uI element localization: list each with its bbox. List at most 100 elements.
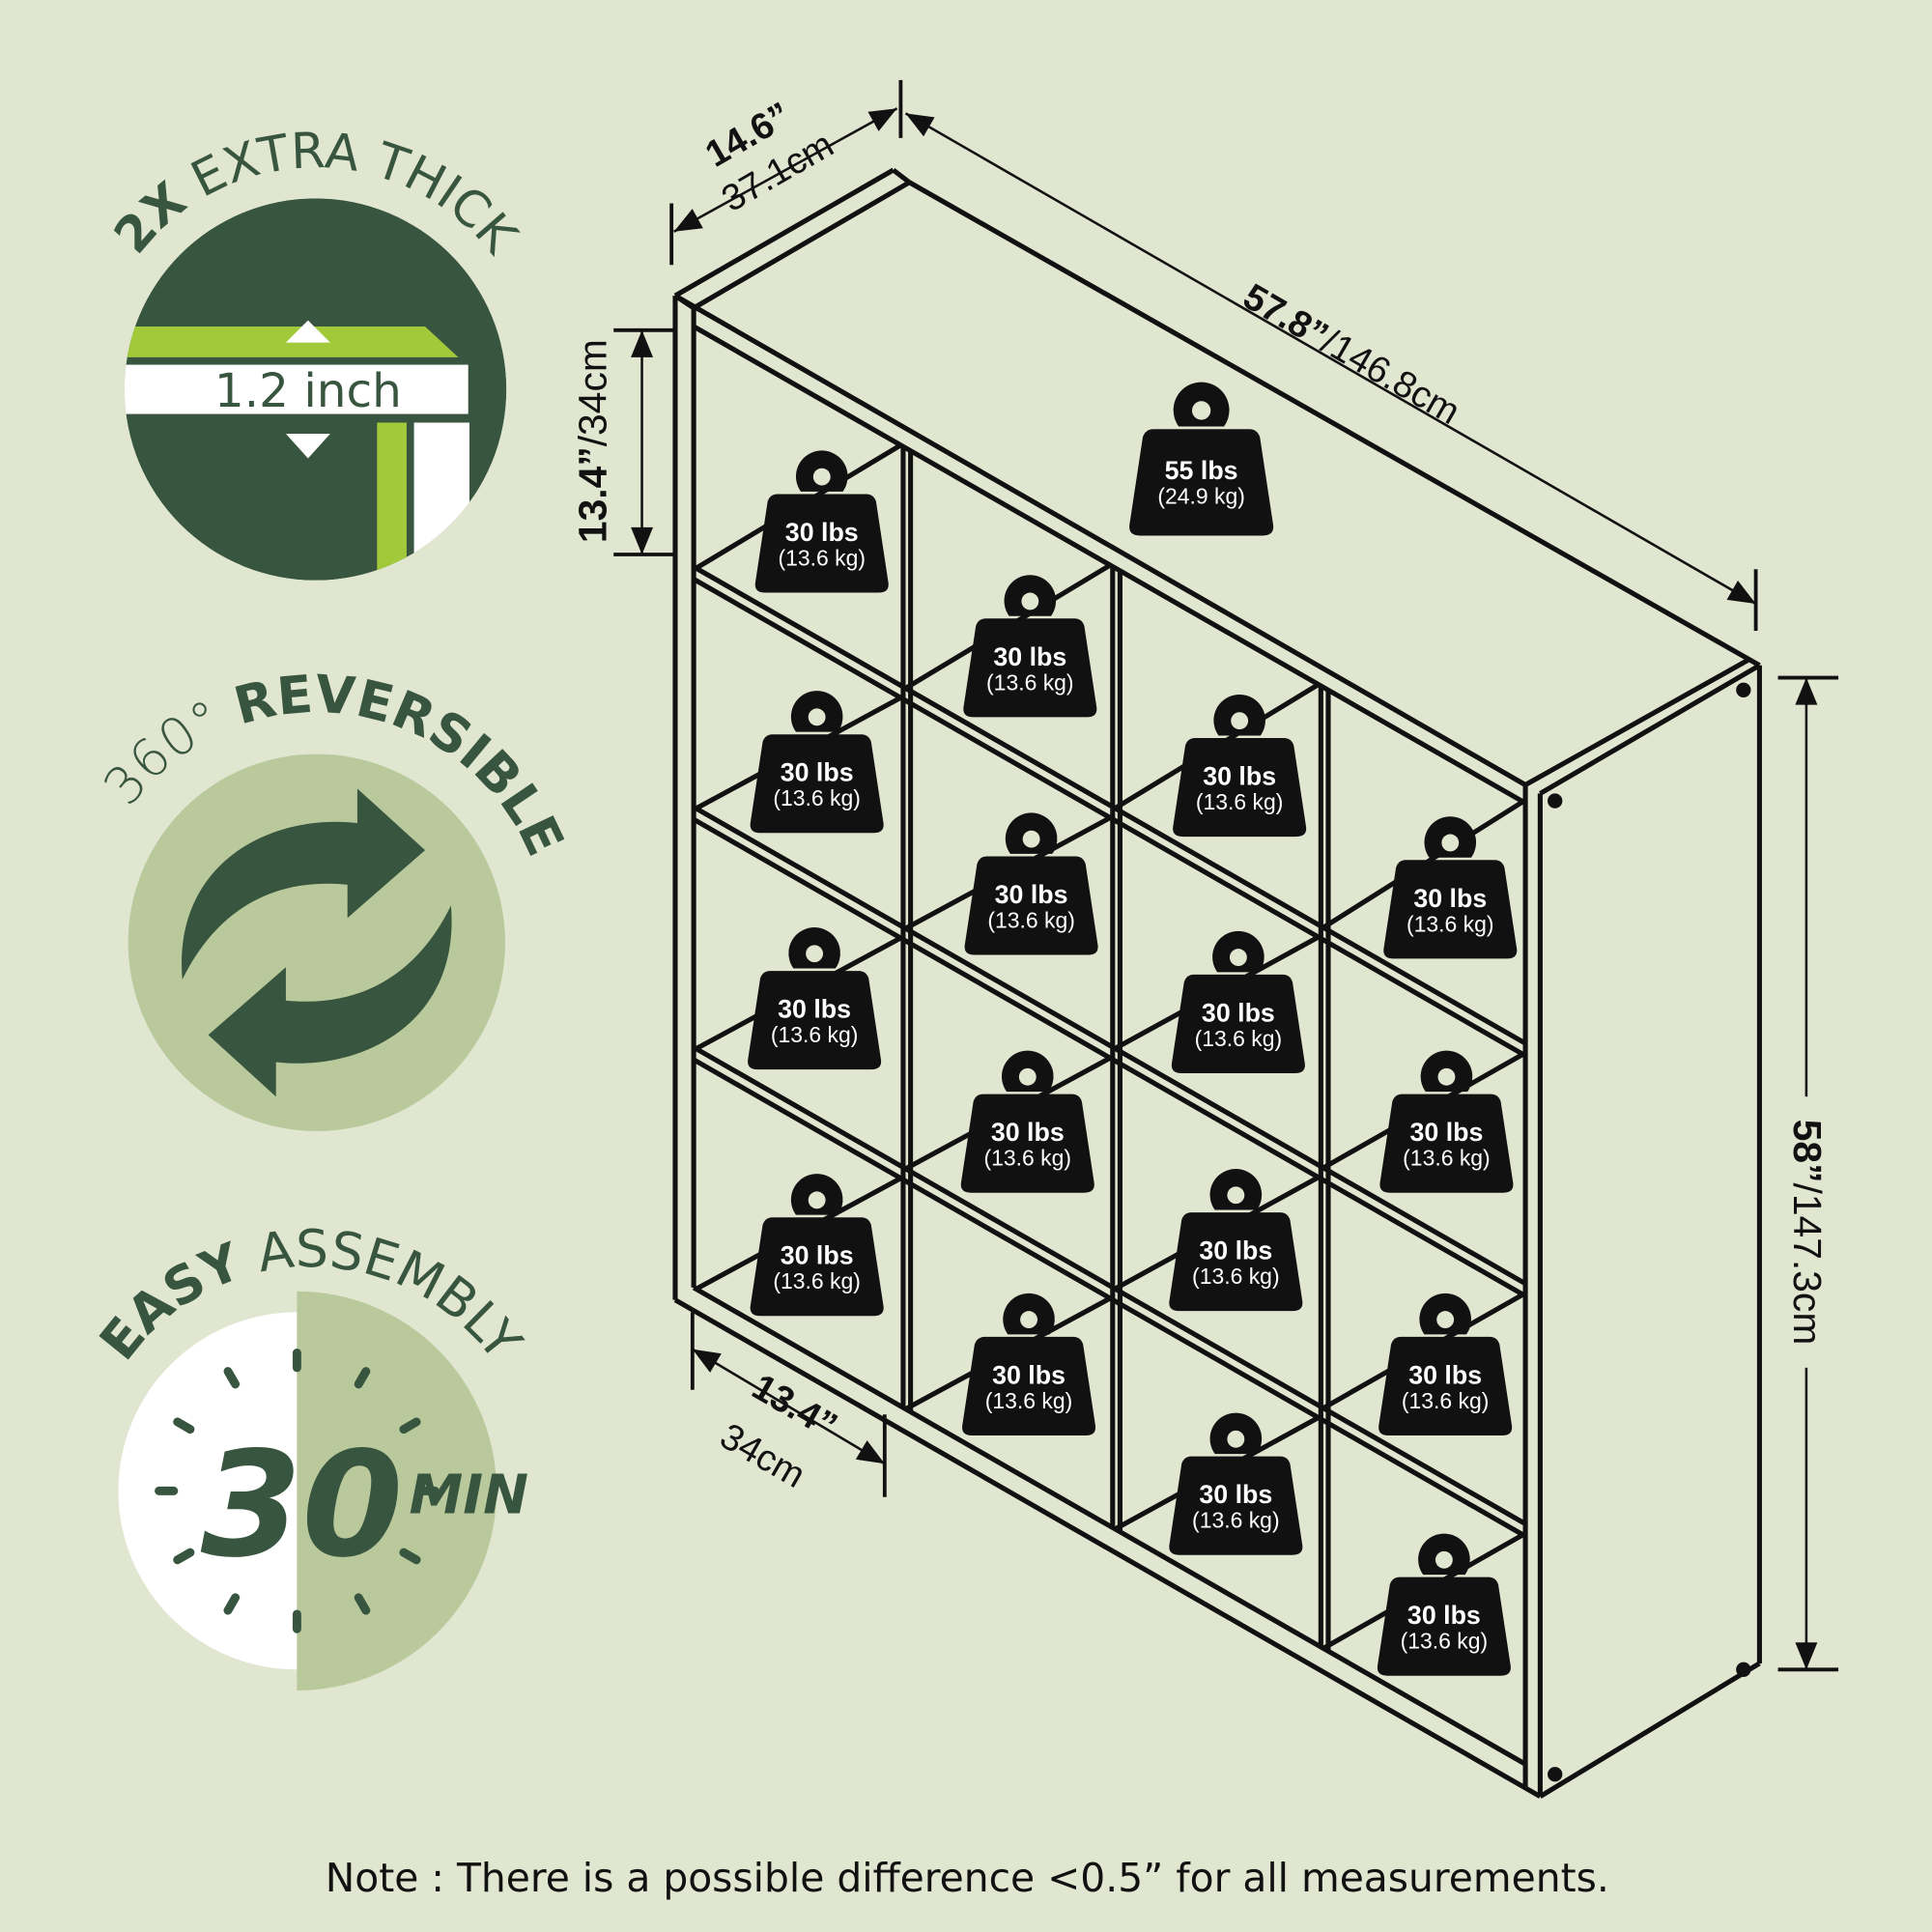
- weight-hole: [1021, 592, 1039, 611]
- weight-icon: [960, 1094, 1094, 1193]
- weight-hole: [1441, 834, 1460, 852]
- cube-weight-capacity: 30 lbs(13.6 kg): [1169, 1412, 1303, 1555]
- arrowhead: [631, 329, 654, 357]
- height-dimension-label: 58”/147.3cm: [1785, 1120, 1830, 1346]
- cube-weight-capacity: 30 lbs(13.6 kg): [754, 450, 889, 593]
- weight-lbs: 30 lbs: [992, 1360, 1065, 1389]
- weight-hole: [1018, 1067, 1037, 1086]
- shelf-divider: [692, 1285, 1527, 1767]
- weight-kg: (13.6 kg): [1401, 1629, 1489, 1654]
- reverse-arrows-icon: [182, 788, 452, 1097]
- weight-icon: [964, 856, 1098, 955]
- weight-icon: [1173, 738, 1307, 838]
- cube-weight-capacity: 30 lbs(13.6 kg): [1173, 694, 1307, 838]
- weight-lbs: 30 lbs: [1413, 884, 1487, 913]
- weight-hole: [1231, 712, 1249, 730]
- weight-hole: [1191, 401, 1211, 420]
- weight-icon: [1378, 1336, 1513, 1435]
- dimension-lines: [613, 79, 1839, 1672]
- weight-icon: [963, 618, 1097, 718]
- cube-weight-capacity: 30 lbs(13.6 kg): [963, 575, 1097, 718]
- shelf-divider: [692, 805, 1527, 1287]
- weight-icon: [754, 494, 889, 593]
- height-label-gap: [1789, 1096, 1824, 1368]
- cube-weight-capacity: 30 lbs(13.6 kg): [748, 927, 882, 1070]
- right-side-top: [1539, 663, 1761, 796]
- weight-lbs: 30 lbs: [1203, 761, 1276, 790]
- weight-lbs: 30 lbs: [778, 995, 851, 1024]
- weight-icon: [1169, 1212, 1303, 1312]
- cube-weight-capacity: 30 lbs(13.6 kg): [960, 1050, 1094, 1193]
- weight-lbs: 30 lbs: [1199, 1480, 1272, 1509]
- weight-lbs: 30 lbs: [993, 642, 1066, 671]
- weight-hole: [808, 708, 826, 726]
- weight-lbs: 30 lbs: [1410, 1118, 1484, 1147]
- weight-icon: [750, 734, 884, 834]
- weight-kg: (13.6 kg): [1192, 1508, 1280, 1533]
- top-weight-capacity: 55 lbs(24.9 kg): [1129, 382, 1274, 536]
- weight-lbs: 30 lbs: [781, 1241, 854, 1270]
- cube-weight-capacity: 30 lbs(13.6 kg): [1383, 816, 1518, 959]
- shelf-divider: [692, 564, 1527, 1046]
- timer-tick: [399, 1548, 421, 1565]
- cube-weight-capacity: 30 lbs(13.6 kg): [962, 1293, 1096, 1435]
- cube-weight-capacity: 30 lbs(13.6 kg): [750, 691, 884, 834]
- weight-icon: [750, 1217, 884, 1317]
- weight-icon: [1377, 1577, 1511, 1676]
- weight-lbs: 30 lbs: [781, 758, 854, 787]
- weight-capacity-labels: 55 lbs(24.9 kg)30 lbs(13.6 kg)30 lbs(13.…: [748, 382, 1518, 1676]
- screw-hole: [1736, 682, 1751, 697]
- timer-tick: [399, 1417, 421, 1435]
- arrowhead: [905, 113, 935, 137]
- top-back-edge: [908, 180, 1761, 668]
- timer-tick: [173, 1417, 195, 1435]
- cube-weight-capacity: 30 lbs(13.6 kg): [1379, 1050, 1514, 1193]
- arrowhead: [692, 1349, 722, 1373]
- weight-icon: [1169, 1456, 1303, 1555]
- weight-hole: [1437, 1067, 1456, 1086]
- weight-lbs: 30 lbs: [995, 880, 1068, 909]
- weight-kg: (13.6 kg): [1406, 911, 1494, 936]
- measurement-note: Note : There is a possible difference <0…: [326, 1855, 1609, 1901]
- screw-hole: [1548, 793, 1563, 809]
- weight-lbs: 55 lbs: [1165, 456, 1238, 485]
- weight-kg: (13.6 kg): [773, 1268, 861, 1293]
- weight-hole: [1020, 1311, 1037, 1328]
- weight-lbs: 30 lbs: [785, 518, 859, 547]
- timer-unit: MIN: [409, 1463, 528, 1526]
- board-thickness-icon: [124, 198, 507, 581]
- weight-lbs: 30 lbs: [1202, 998, 1275, 1027]
- timer-tick: [173, 1548, 195, 1565]
- cube-weight-capacity: 30 lbs(13.6 kg): [1169, 1169, 1303, 1312]
- weight-kg: (13.6 kg): [771, 1022, 859, 1047]
- weight-lbs: 30 lbs: [991, 1118, 1065, 1147]
- shelf-edge: [892, 167, 911, 185]
- screw-hole: [1548, 1767, 1563, 1782]
- weight-hole: [1435, 1550, 1453, 1569]
- arrowhead: [1795, 677, 1818, 705]
- arrowhead: [1726, 581, 1756, 604]
- weight-hole: [1227, 1430, 1245, 1448]
- weight-icon: [1129, 429, 1274, 536]
- weight-hole: [812, 468, 831, 486]
- weight-hole: [1022, 830, 1040, 848]
- weight-kg: (24.9 kg): [1157, 484, 1245, 509]
- timer-tick: [354, 1367, 371, 1389]
- shelf-edge: [673, 293, 696, 311]
- arrowhead: [867, 108, 897, 131]
- cube-weight-capacity: 30 lbs(13.6 kg): [964, 812, 1098, 955]
- shelf-edge: [692, 180, 911, 311]
- arrowhead: [673, 209, 703, 232]
- cube-weight-capacity: 30 lbs(13.6 kg): [1171, 930, 1305, 1073]
- arrowhead: [631, 526, 654, 554]
- bottom-front-edge: [673, 1297, 1542, 1799]
- weight-icon: [1379, 1094, 1514, 1193]
- weight-kg: (13.6 kg): [1196, 789, 1284, 814]
- weight-hole: [1229, 949, 1247, 966]
- top-left-edge: [673, 167, 895, 298]
- right-side-bottom: [1539, 1661, 1761, 1799]
- top-front-edge: [673, 293, 1527, 787]
- timer-tick: [354, 1593, 371, 1615]
- weight-hole: [806, 945, 824, 963]
- weight-kg: (13.6 kg): [985, 1388, 1073, 1413]
